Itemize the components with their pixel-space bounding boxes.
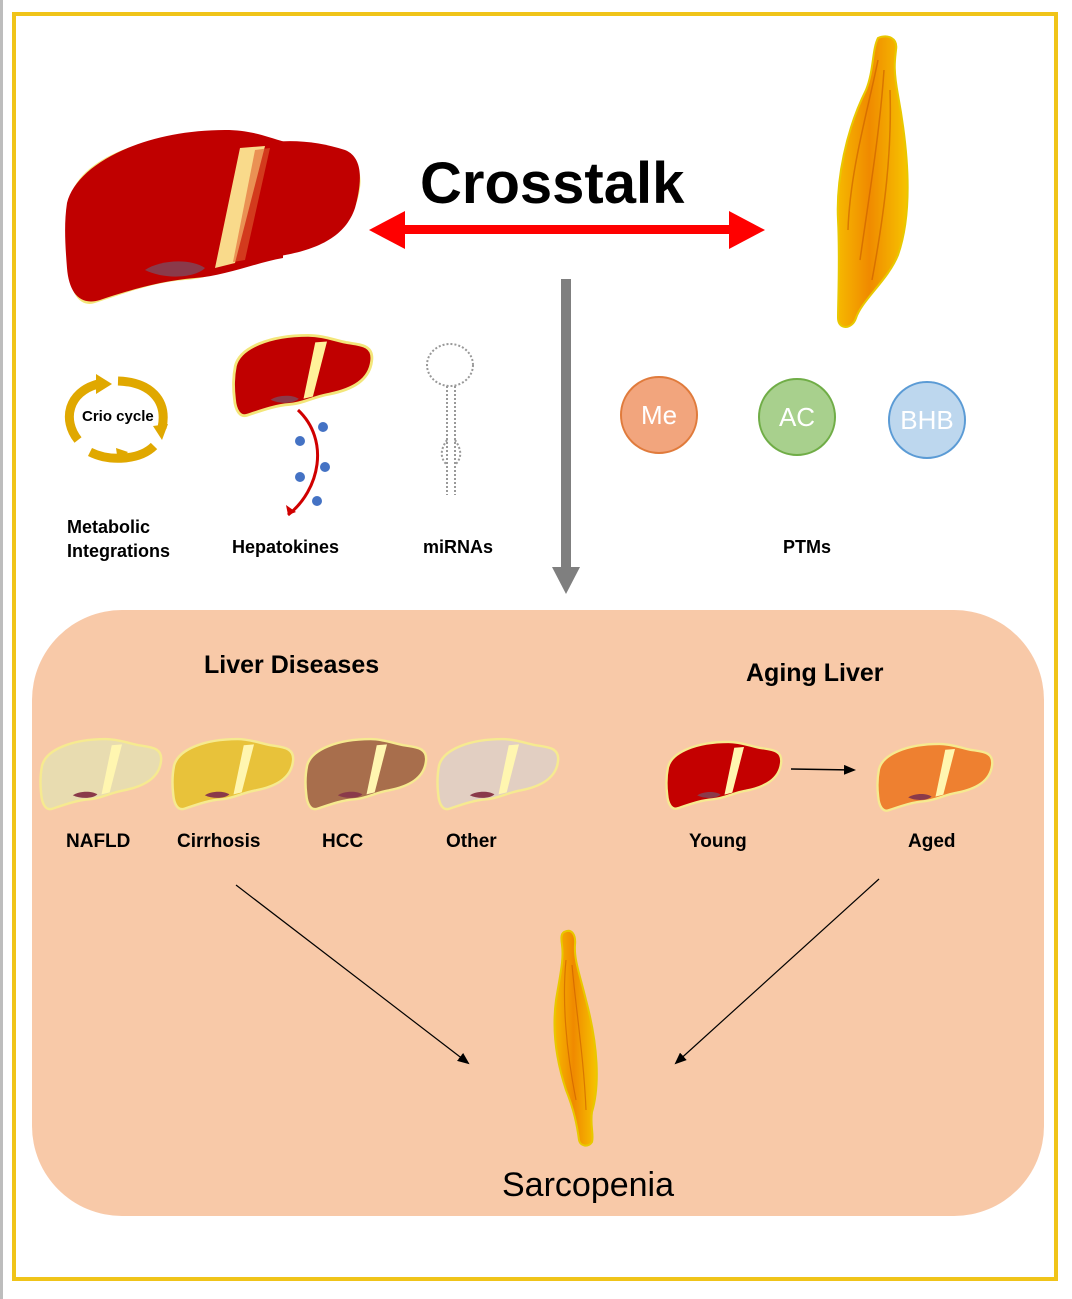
ptm-ac-circle: AC [758, 378, 836, 456]
liver-cirrhosis-icon [171, 737, 295, 811]
cirrhosis-label: Cirrhosis [177, 831, 261, 852]
cycle-label: Crio cycle [82, 408, 154, 425]
mirna-hairpin-icon [426, 343, 474, 495]
liver-nafld-icon [39, 737, 163, 811]
liver-young-icon [665, 740, 783, 810]
ptms-label: PTMs [783, 537, 832, 557]
metabolic-integrations-label: Metabolic Integrations [67, 517, 171, 561]
hepatokines-label: Hepatokines [232, 537, 340, 557]
cycle-arrows-icon [64, 376, 168, 463]
sarcopenia-label: Sarcopenia [502, 1166, 675, 1204]
nafld-label: NAFLD [66, 831, 131, 852]
aged-label: Aged [908, 831, 956, 852]
liver-diseases-heading: Liver Diseases [204, 651, 380, 679]
outcome-panel [32, 610, 1044, 1216]
aging-arrow [790, 764, 856, 775]
big-liver-icon [65, 130, 361, 304]
liver-aged-icon [876, 742, 994, 812]
hcc-label: HCC [322, 831, 364, 852]
hepatokines-liver-icon [232, 333, 374, 418]
figure-frame [12, 12, 1058, 1281]
ptm-bhb-circle: BHB [888, 381, 966, 459]
hepatokine-dots-icon [295, 422, 330, 506]
aging-to-sarcopenia-arrow [674, 878, 880, 1065]
left-edge-line [0, 0, 3, 1299]
liver-hcc-icon [304, 737, 428, 811]
crosstalk-arrow [369, 211, 765, 249]
muscle-bottom-icon [553, 929, 598, 1147]
crosstalk-title: Crosstalk [420, 151, 685, 216]
diseases-to-sarcopenia-arrow [235, 884, 470, 1065]
ptm-me-circle: Me [620, 376, 698, 454]
hepatokine-release-curve [287, 408, 320, 517]
mirnas-label: miRNAs [423, 537, 494, 557]
down-arrow [552, 279, 580, 594]
liver-other-icon [436, 737, 560, 811]
muscle-top-icon [836, 35, 909, 328]
other-label: Other [446, 831, 497, 852]
aging-liver-heading: Aging Liver [746, 659, 884, 687]
young-label: Young [689, 831, 747, 852]
